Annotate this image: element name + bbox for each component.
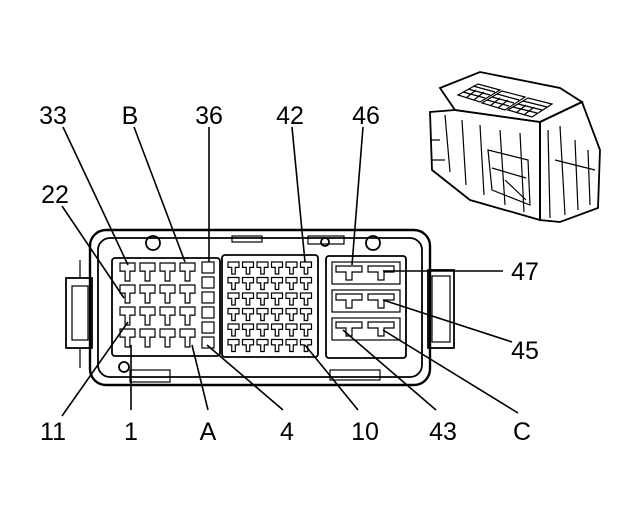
pin-cavity bbox=[241, 323, 255, 337]
pin-cavity-pair bbox=[331, 261, 401, 285]
pin-cavity bbox=[299, 307, 313, 322]
pin-cavity bbox=[241, 261, 255, 275]
leader-43 bbox=[342, 329, 437, 411]
pin-labels: 33 B 36 42 46 22 47 45 11 1 A 4 10 43 C bbox=[39, 102, 539, 446]
label-47: 47 bbox=[511, 258, 539, 286]
callout-lines bbox=[61, 126, 519, 417]
label-42: 42 bbox=[276, 102, 304, 130]
label-43: 43 bbox=[429, 418, 457, 446]
label-4: 4 bbox=[280, 418, 294, 446]
pin-cavity bbox=[335, 293, 363, 309]
pin-cavity bbox=[227, 276, 240, 291]
pin-cavity bbox=[139, 306, 156, 326]
pin-cavity bbox=[335, 321, 363, 337]
pin-cavity bbox=[201, 306, 215, 319]
pin-cavity bbox=[201, 336, 215, 349]
pin-cavity bbox=[119, 284, 136, 304]
pin-cavity bbox=[227, 292, 240, 306]
pin-cavity bbox=[270, 276, 284, 291]
label-33: 33 bbox=[39, 102, 67, 130]
pin-cavity bbox=[119, 306, 136, 326]
pin-cavity bbox=[299, 261, 313, 275]
leader-4 bbox=[206, 344, 284, 411]
pin-cavity bbox=[139, 328, 156, 348]
pin-cavity bbox=[179, 262, 196, 282]
pin-cavity bbox=[256, 338, 269, 353]
pin-cavity bbox=[299, 276, 313, 291]
leader-46 bbox=[351, 126, 364, 266]
pin-cavity bbox=[201, 276, 215, 289]
pin-cavity bbox=[256, 261, 269, 275]
pin-cavity bbox=[201, 291, 215, 304]
pin-cavity bbox=[159, 306, 176, 326]
pin-cavity bbox=[256, 307, 269, 322]
pin-cavity bbox=[201, 321, 215, 334]
pin-cavity bbox=[227, 323, 240, 337]
label-11: 11 bbox=[40, 418, 66, 446]
pin-cavity bbox=[241, 292, 255, 306]
pin-cavity-pair bbox=[331, 317, 401, 341]
pin-cavity bbox=[119, 262, 136, 282]
pin-cavity bbox=[227, 261, 240, 275]
pin-cavity bbox=[241, 307, 255, 322]
pin-cavity bbox=[119, 328, 136, 348]
label-10: 10 bbox=[351, 418, 379, 446]
leader-42 bbox=[291, 126, 306, 263]
pin-cavity bbox=[227, 307, 240, 322]
leader-33 bbox=[62, 126, 129, 266]
pin-cavity bbox=[227, 338, 240, 353]
pin-cavity bbox=[179, 284, 196, 304]
pin-cavity bbox=[241, 338, 255, 353]
leader-10 bbox=[304, 344, 359, 411]
label-46: 46 bbox=[352, 102, 380, 130]
label-b: B bbox=[122, 102, 139, 130]
pin-cavity bbox=[256, 276, 269, 291]
pin-cavity bbox=[285, 307, 298, 322]
pin-cavity bbox=[299, 323, 313, 337]
label-1: 1 bbox=[124, 418, 138, 446]
leader-b bbox=[133, 126, 186, 263]
leader-22 bbox=[61, 205, 125, 299]
connector-face-view bbox=[65, 228, 455, 387]
pin-cavity bbox=[335, 265, 363, 281]
pin-cavity-pair bbox=[331, 289, 401, 313]
connector-3d-view bbox=[429, 71, 601, 223]
pin-cavity bbox=[179, 328, 196, 348]
pin-cavity bbox=[256, 292, 269, 306]
label-a: A bbox=[200, 418, 217, 446]
pin-cavity bbox=[285, 323, 298, 337]
pin-cavity bbox=[159, 262, 176, 282]
pin-cavity bbox=[270, 338, 284, 353]
label-22: 22 bbox=[41, 181, 69, 209]
label-45: 45 bbox=[511, 337, 539, 365]
pin-cavity bbox=[367, 293, 395, 309]
label-36: 36 bbox=[195, 102, 223, 130]
pin-cavity bbox=[241, 276, 255, 291]
pin-cavity bbox=[179, 306, 196, 326]
pin-cavity bbox=[256, 323, 269, 337]
leader-45 bbox=[382, 299, 513, 343]
label-c: C bbox=[513, 418, 531, 446]
leader-11 bbox=[61, 321, 129, 417]
pin-cavity bbox=[139, 262, 156, 282]
pin-cavity bbox=[367, 265, 395, 281]
pin-cavity bbox=[201, 261, 215, 274]
pin-cavity bbox=[270, 323, 284, 337]
pin-cavity bbox=[139, 284, 156, 304]
leader-a bbox=[191, 344, 209, 411]
pin-cavity bbox=[285, 276, 298, 291]
pin-cavity bbox=[270, 292, 284, 306]
pin-cavity bbox=[285, 261, 298, 275]
pin-cavity bbox=[367, 321, 395, 337]
pin-cavity bbox=[285, 292, 298, 306]
pin-cavity bbox=[159, 284, 176, 304]
pin-cavity bbox=[285, 338, 298, 353]
pin-cavity bbox=[299, 292, 313, 306]
pin-cavity bbox=[159, 328, 176, 348]
pin-cavity bbox=[270, 307, 284, 322]
leader-c bbox=[382, 329, 519, 414]
pin-cavity bbox=[270, 261, 284, 275]
